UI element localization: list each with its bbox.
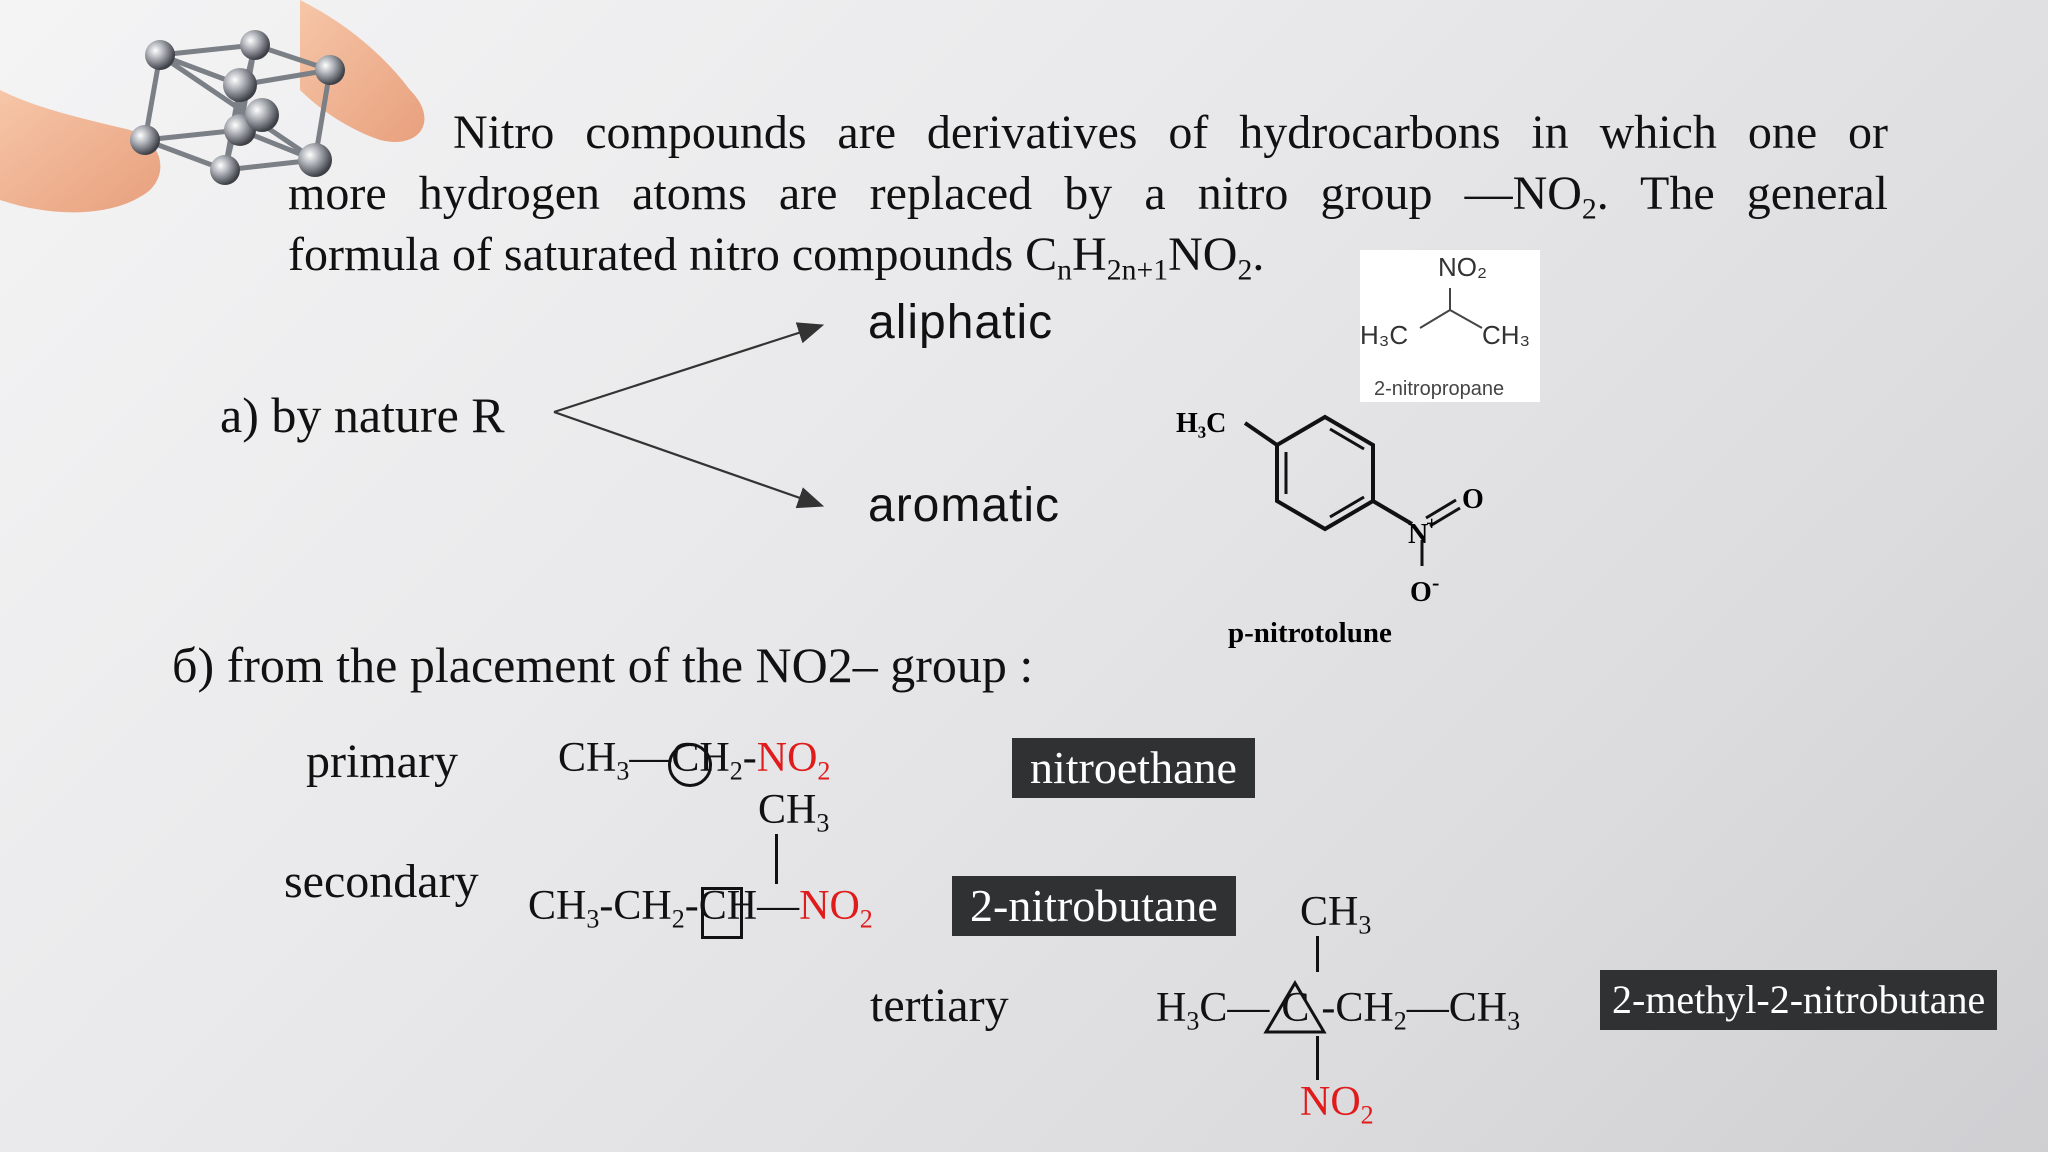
nitropropane-no2: NO₂ (1438, 252, 1488, 282)
molecule-model-image (0, 0, 425, 213)
aromatic-label: aromatic (868, 479, 1061, 532)
nitrotoluene-caption: p-nitrotolune (1228, 617, 1392, 649)
intro-line-3: formula of saturated nitro compounds CnH… (288, 228, 1265, 287)
tertiary-bottom-bond (1316, 1036, 1319, 1080)
branch-arrows (553, 322, 825, 509)
nitrotoluene-o-charge: - (1432, 570, 1439, 595)
arrow-to-aliphatic (553, 322, 825, 414)
aliphatic-label: aliphatic (868, 296, 1054, 349)
nitropropane-structure: NO₂ H₃C CH₃ 2-nitropropane (1360, 250, 1540, 402)
secondary-vertical-bond (775, 834, 778, 884)
nitrotoluene-o-bottom: O (1410, 577, 1432, 608)
nitrotoluene-o-top: O (1462, 484, 1484, 515)
secondary-formula: CH3-CH2-CH—NO2 (528, 882, 873, 939)
nitropropane-caption: 2-nitropropane (1374, 378, 1505, 400)
intro-paragraph: Nitro compounds are derivatives of hydro… (288, 102, 1888, 285)
tertiary-top-bond (1316, 936, 1319, 972)
nitropropane-ch3: CH₃ (1482, 320, 1531, 350)
nitropropane-skeleton (1419, 288, 1483, 329)
primary-label: primary (306, 735, 458, 788)
tertiary-formula: H3C—C-CH2—CH3 (1156, 980, 1521, 1036)
tertiary-label: tertiary (870, 979, 1009, 1032)
tertiary-carbon-triangled: C (1263, 980, 1328, 1034)
nitrobutane-name-box: 2-nitrobutane (952, 876, 1236, 936)
nitrotoluene-n: N (1408, 519, 1428, 550)
nitropropane-h3c: H₃C (1360, 320, 1409, 350)
nature-label: a) by nature R (220, 387, 505, 443)
nitrotoluene-h3c: H₃C (1176, 408, 1226, 439)
methylnitrobutane-name-box: 2-methyl-2-nitrobutane (1600, 970, 1998, 1030)
nitroethane-name-box: nitroethane (1012, 738, 1255, 798)
nitrotoluene-n-charge: + (1426, 513, 1437, 535)
intro-line-2: more hydrogen atoms are replaced by a ni… (288, 167, 1888, 226)
placement-label: б) from the placement of the NO2– group … (172, 637, 1034, 693)
secondary-label: secondary (284, 855, 479, 908)
primary-carbon-circled: CH (668, 735, 730, 787)
secondary-top-ch3: CH3 (758, 787, 830, 838)
tertiary-top-ch3: CH3 (1300, 889, 1372, 940)
intro-line-1: Nitro compounds are derivatives of hydro… (453, 106, 1888, 159)
secondary-carbon-boxed: CH (699, 883, 757, 939)
arrow-to-aromatic (553, 410, 825, 509)
nitrotoluene-structure: H₃C N + O O - p-nitrotolune (1176, 408, 1484, 649)
tertiary-no2: NO2 (1300, 1079, 1374, 1130)
